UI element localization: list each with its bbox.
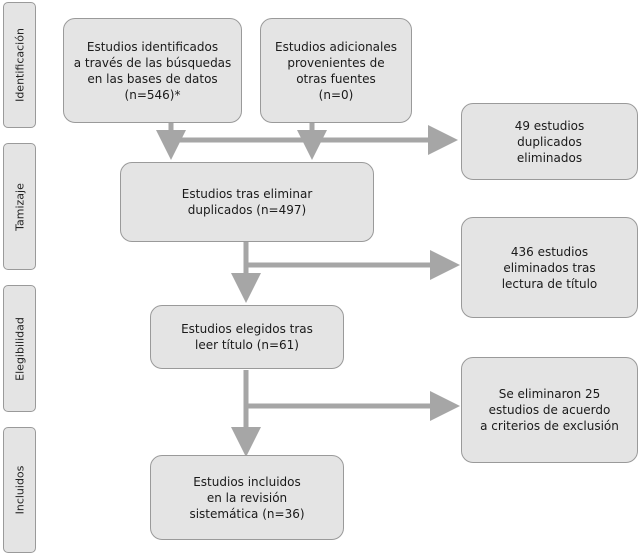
identified-studies-box: Estudios identificados a través de las b… (63, 18, 242, 123)
additional-studies-box: Estudios adicionales provenientes de otr… (260, 18, 412, 123)
stage-label-identificacion: Identificación (3, 2, 36, 128)
eligible-studies-box: Estudios elegidos tras leer título (n=61… (150, 305, 344, 369)
after-dedup-box: Estudios tras eliminar duplicados (n=497… (120, 162, 374, 242)
stage-label-elegibilidad: Elegibilidad (3, 285, 36, 412)
stage-label-text: Incluidos (13, 465, 26, 515)
after-dedup-text: Estudios tras eliminar duplicados (n=497… (181, 187, 313, 217)
duplicates-removed-box: 49 estudios duplicados eliminados (461, 103, 638, 180)
title-excluded-box: 436 estudios eliminados tras lectura de … (461, 217, 638, 318)
additional-studies-text: Estudios adicionales provenientes de otr… (274, 39, 397, 102)
included-studies-box: Estudios incluidos en la revisión sistem… (150, 455, 344, 540)
eligible-studies-text: Estudios elegidos tras leer título (n=61… (181, 322, 313, 352)
stage-label-tamizaje: Tamizaje (3, 143, 36, 270)
criteria-excluded-text: Se eliminaron 25 estudios de acuerdo a c… (480, 387, 619, 433)
stage-label-text: Elegibilidad (13, 316, 26, 381)
identified-studies-text: Estudios identificados a través de las b… (73, 39, 232, 102)
criteria-excluded-box: Se eliminaron 25 estudios de acuerdo a c… (461, 357, 638, 463)
stage-label-text: Identificación (13, 28, 26, 102)
included-studies-text: Estudios incluidos en la revisión sistem… (189, 474, 305, 521)
stage-label-incluidos: Incluidos (3, 427, 36, 553)
stage-label-text: Tamizaje (13, 182, 26, 231)
duplicates-removed-text: 49 estudios duplicados eliminados (514, 118, 585, 165)
title-excluded-text: 436 estudios eliminados tras lectura de … (501, 244, 598, 291)
